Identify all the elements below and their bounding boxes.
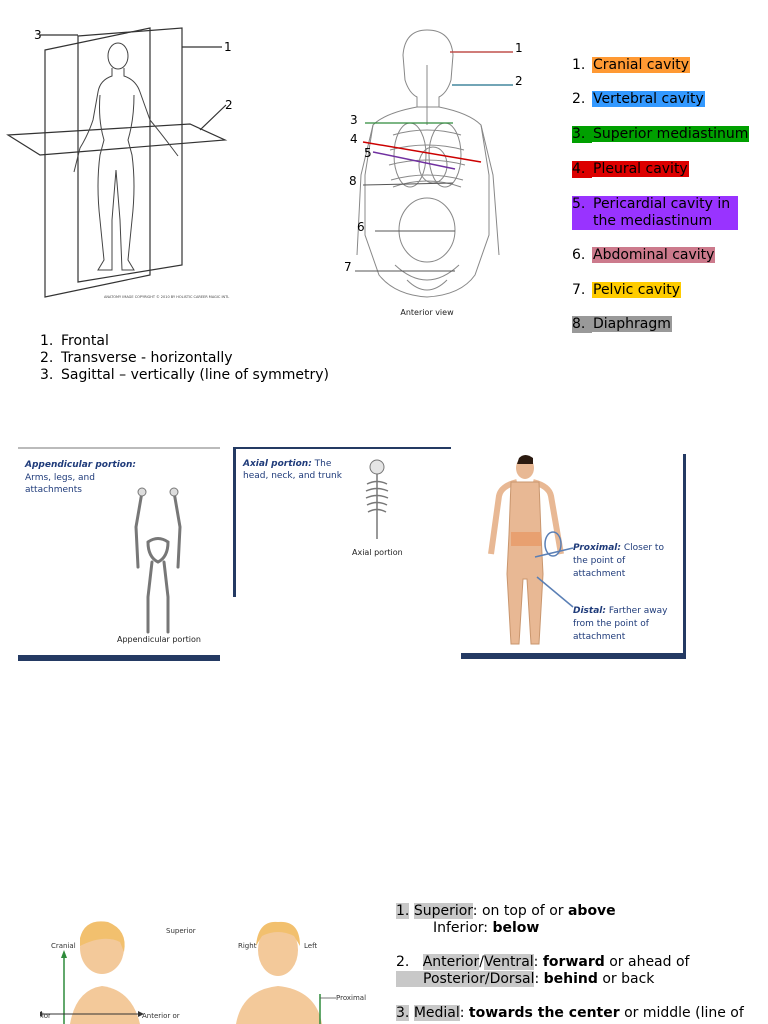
planes-list-item: 2.Transverse - horizontally xyxy=(40,350,233,366)
appendicular-panel: Appendicular portion: Arms, legs, and at… xyxy=(18,447,220,661)
planes-label-2: 2 xyxy=(225,98,233,112)
cavity-label-8: 8 xyxy=(349,174,357,188)
directional-terms-figure: Cranial Superior Posterior Anterior or R… xyxy=(40,921,366,1024)
cavity-label-7: 7 xyxy=(344,260,352,274)
cavity-label-4: 4 xyxy=(350,132,358,146)
cavity-legend-label: Pelvic cavity xyxy=(592,282,681,298)
term-posterior: Posterior/Dorsal: behind or back xyxy=(396,971,768,988)
proximal-title: Proximal: xyxy=(573,543,621,553)
leader-line-5 xyxy=(372,151,456,170)
cavity-legend-6: 6.Abdominal cavity xyxy=(572,247,716,263)
body-cavities-figure: 1 2 3 4 5 8 6 7 Anterior view xyxy=(344,29,523,317)
axial-panel: Axial portion: The head, neck, and trunk… xyxy=(233,447,451,597)
appendicular-skeleton xyxy=(134,487,182,634)
planes-label-3: 3 xyxy=(34,28,42,42)
cranial-label: Cranial xyxy=(51,942,76,950)
distal-desc: Farther away from the point of attachmen… xyxy=(573,606,668,642)
posterior-label: Posterior xyxy=(40,1012,51,1020)
axial-skeleton xyxy=(365,459,389,539)
proximal-label: Proximal xyxy=(336,994,366,1002)
torso-outline xyxy=(364,106,490,298)
right-label: Right xyxy=(238,942,257,950)
planes-copyright: ANATOMY IMAGE COPYRIGHT © 2010 BY HOLIST… xyxy=(104,295,229,299)
cavity-label-6: 6 xyxy=(357,220,365,234)
proximal-desc: Closer to the point of attachment xyxy=(573,543,664,579)
planes-label-1: 1 xyxy=(224,40,232,54)
cavities-caption: Anterior view xyxy=(400,308,454,317)
cavity-legend-4: 4.Pleural cavity xyxy=(572,161,689,178)
left-label: Left xyxy=(304,942,317,950)
cavity-legend-label: Cranial cavity xyxy=(592,57,691,73)
axial-caption: Axial portion xyxy=(352,548,403,557)
cavity-legend-5: 5.Pericardial cavity in the mediastinum xyxy=(572,196,738,230)
cavity-legend-label: Superior mediastinum xyxy=(592,126,750,142)
appendicular-footer-bar xyxy=(18,655,220,661)
proximal-distal-arrows xyxy=(534,547,574,608)
term-superior: 1. Superior: on top of or above xyxy=(396,903,616,919)
term-anterior: 2. Anterior/Ventral: forward or ahead of xyxy=(396,954,690,970)
cavity-label-3: 3 xyxy=(350,113,358,127)
appendicular-desc: Arms, legs, and attachments xyxy=(25,473,95,495)
head-outline xyxy=(402,29,454,108)
cavity-label-1: 1 xyxy=(515,41,523,55)
proximal-footer-bar xyxy=(461,653,683,659)
term-medial: 3. Medial: towards the center or middle … xyxy=(396,1005,744,1021)
body-planes-figure: 3 1 2 ANATOMY IMAGE COPYRIGHT © 2010 BY … xyxy=(6,27,233,299)
cavity-legend-label: Pleural cavity xyxy=(592,161,689,177)
proximal-distal-figure xyxy=(488,455,564,645)
cavity-legend-1: 1.Cranial cavity xyxy=(572,57,691,73)
axial-title: Axial portion: xyxy=(243,459,312,469)
planes-list-item: 1.Frontal xyxy=(40,333,109,349)
appendicular-caption: Appendicular portion xyxy=(117,635,201,644)
distal-text: Distal: Farther away from the point of a… xyxy=(573,605,673,644)
proximal-distal-panel: Proximal: Closer to the point of attachm… xyxy=(461,454,686,659)
cavity-legend-3: 3.Superior mediastinum xyxy=(572,126,750,143)
anterior-label: Anterior or xyxy=(142,1012,180,1020)
cavity-legend-7: 7.Pelvic cavity xyxy=(572,282,681,298)
sagittal-plane xyxy=(44,27,151,298)
cavity-label-5: 5 xyxy=(364,146,372,160)
appendicular-title: Appendicular portion: xyxy=(25,460,137,470)
proximal-marker xyxy=(544,531,562,557)
planes-list-item: 3.Sagittal – vertically (line of symmetr… xyxy=(40,367,329,383)
cavity-legend-label: Pericardial cavity in the mediastinum xyxy=(592,196,738,230)
directional-terms-list: 1. Superior: on top of or above Inferior… xyxy=(396,903,768,1022)
axial-desc: The head, neck, and trunk xyxy=(243,459,342,481)
planes-list: 1.Frontal 2.Transverse - horizontally 3.… xyxy=(40,333,329,384)
axial-desc-block: Axial portion: The head, neck, and trunk xyxy=(243,458,353,482)
leader-line-4 xyxy=(362,141,482,163)
human-figure xyxy=(73,42,179,271)
cavity-legend-label: Abdominal cavity xyxy=(592,247,716,263)
cavity-legend-label: Vertebral cavity xyxy=(592,91,705,107)
leader-line-8 xyxy=(362,182,454,186)
cavity-legend-label: Diaphragm xyxy=(592,316,672,332)
distal-title: Distal: xyxy=(573,606,606,616)
cavity-legend-8: 8.Diaphragm xyxy=(572,316,672,333)
cavity-label-2: 2 xyxy=(515,74,523,88)
proximal-text: Proximal: Closer to the point of attachm… xyxy=(573,542,673,581)
term-inferior: Inferior: below xyxy=(433,920,540,936)
cavity-legend-2: 2.Vertebral cavity xyxy=(572,91,705,107)
superior-label: Superior xyxy=(166,927,196,935)
frontal-plane xyxy=(77,27,183,283)
transverse-plane xyxy=(6,123,228,156)
